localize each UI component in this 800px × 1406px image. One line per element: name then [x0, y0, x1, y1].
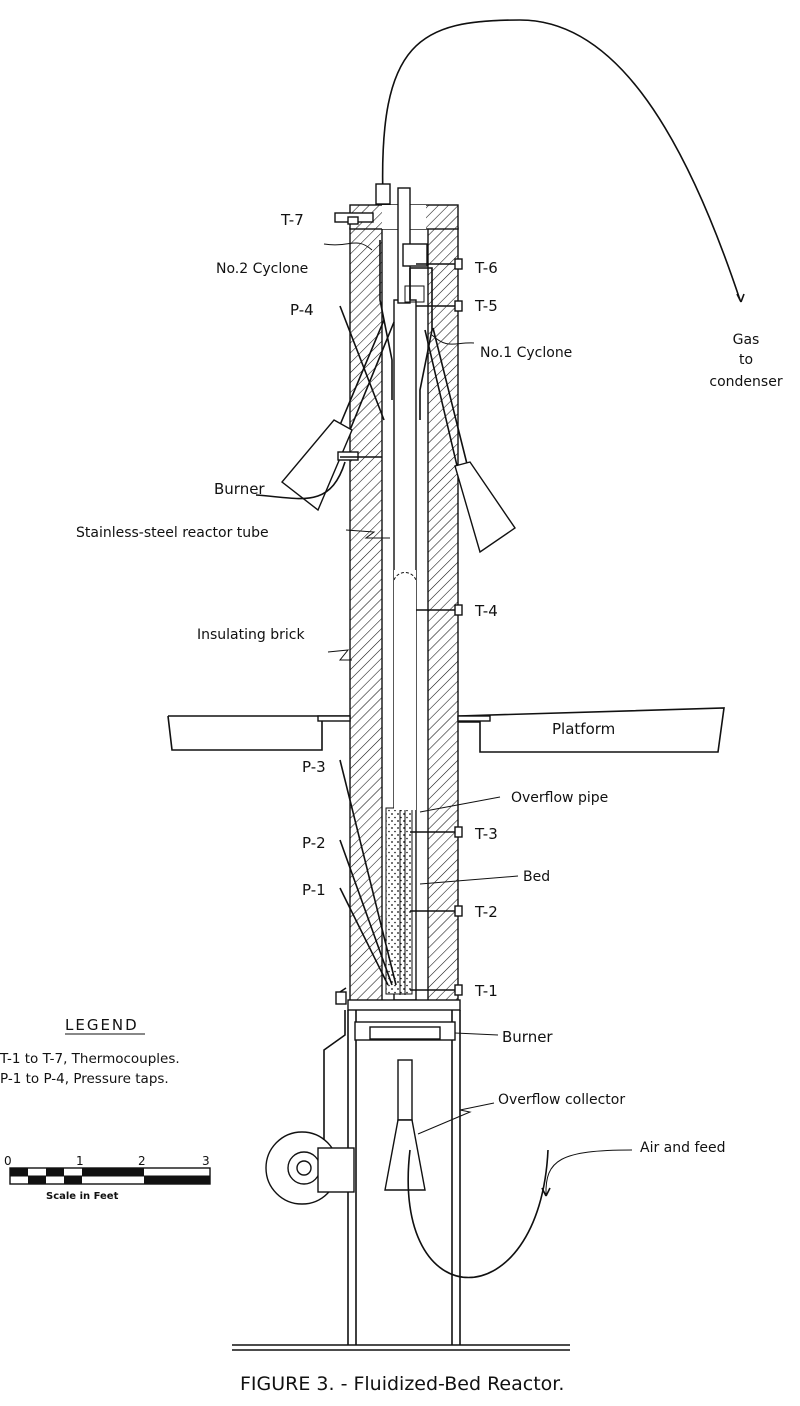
label-burner-bottom: Burner — [502, 1028, 553, 1046]
gas-line-end-arrow — [736, 293, 745, 303]
label-t4: T-4 — [474, 602, 498, 620]
label-bed: Bed — [523, 869, 550, 885]
scale-caption: Scale in Feet — [46, 1191, 119, 1202]
label-platform: Platform — [552, 720, 615, 738]
label-overflow-pipe: Overflow pipe — [511, 790, 608, 806]
legend-line-2: P-1 to P-4, Pressure taps. — [0, 1071, 169, 1087]
label-p3: P-3 — [302, 758, 326, 776]
legend-line-1: T-1 to T-7, Thermocouples. — [0, 1051, 180, 1067]
no1-cyclone — [409, 267, 433, 420]
label-p4: P-4 — [290, 301, 314, 319]
air-feed-pointer — [545, 1149, 633, 1196]
blower — [265, 987, 355, 1205]
label-gas-1: Gas — [733, 332, 760, 348]
label-no1-cyclone: No.1 Cyclone — [480, 345, 572, 361]
leader-lines — [323, 242, 519, 1135]
legend-title: LEGEND — [65, 1016, 139, 1034]
figure-caption: FIGURE 3. - Fluidized-Bed Reactor. — [240, 1373, 564, 1395]
no2-cyclone — [379, 240, 393, 400]
upper-burner-left — [280, 319, 395, 512]
label-t7: T-7 — [280, 211, 304, 229]
burner-feed-line — [255, 461, 346, 500]
thermocouples — [340, 258, 463, 996]
cyclone-elbow — [402, 243, 428, 267]
label-no2-cyclone: No.2 Cyclone — [216, 261, 308, 277]
scale-bar — [9, 1167, 211, 1185]
label-t5: T-5 — [474, 297, 498, 315]
label-overflow-collector: Overflow collector — [498, 1092, 625, 1108]
pressure-taps — [339, 305, 397, 986]
label-insulating-brick: Insulating brick — [197, 627, 305, 643]
air-feed-hose — [407, 1149, 549, 1279]
label-burner-top: Burner — [214, 480, 265, 498]
support-frame — [232, 999, 570, 1351]
label-t3: T-3 — [474, 825, 498, 843]
scale-tick-1: 1 — [76, 1154, 84, 1168]
label-t1: T-1 — [474, 982, 498, 1000]
label-t6: T-6 — [474, 259, 498, 277]
label-t2: T-2 — [474, 903, 498, 921]
label-gas-2: to — [739, 352, 753, 368]
gas-outlet-fitting — [375, 183, 391, 205]
label-reactor-tube: Stainless-steel reactor tube — [76, 525, 269, 541]
scale-tick-0: 0 — [4, 1154, 12, 1168]
scale-tick-2: 2 — [138, 1154, 146, 1168]
label-gas-3: condenser — [709, 374, 782, 390]
label-p1: P-1 — [302, 881, 326, 899]
overflow-collector — [384, 1059, 426, 1191]
label-p2: P-2 — [302, 834, 326, 852]
upper-burner-right — [424, 327, 516, 554]
platform — [167, 707, 725, 753]
scale-tick-3: 3 — [202, 1154, 210, 1168]
label-air-feed: Air and feed — [640, 1140, 726, 1156]
